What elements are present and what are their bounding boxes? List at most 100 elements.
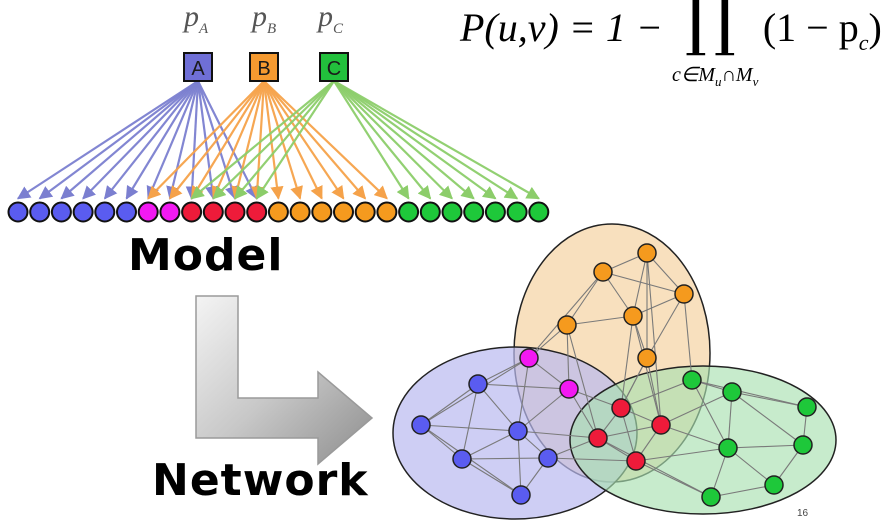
model-node-magenta [159, 201, 181, 223]
network-edge [620, 379, 693, 409]
network-node-magenta [559, 379, 579, 399]
membership-edge-c [333, 80, 410, 200]
community-boxes: A B C [183, 52, 349, 82]
network-edge [517, 430, 522, 496]
network-node-green [682, 370, 702, 390]
network-edge [517, 430, 599, 439]
model-node-orange [267, 201, 289, 223]
membership-edge-a [16, 80, 199, 200]
network-edge [597, 437, 712, 498]
network-node-red [626, 451, 646, 471]
flow-arrow [195, 295, 374, 466]
network-node-blue [468, 374, 488, 394]
model-node-blue [72, 201, 94, 223]
network-node-orange [674, 284, 694, 304]
model-node-red [202, 201, 224, 223]
membership-edge-b [263, 80, 345, 200]
network-node-blue [452, 449, 472, 469]
membership-edge-b [231, 80, 266, 200]
community-box-label-b: B [257, 58, 270, 80]
network-edge [646, 293, 685, 359]
model-node-blue [29, 201, 51, 223]
model-node-green [441, 201, 463, 223]
network-edge [566, 315, 634, 326]
network-edge [517, 388, 570, 432]
model-node-orange [289, 201, 311, 223]
network-label: Network [152, 455, 369, 506]
network-edge [461, 458, 522, 496]
network-node-green [718, 438, 738, 458]
network-edge [566, 271, 604, 326]
membership-edge-c [212, 80, 335, 200]
network-node-green [764, 475, 784, 495]
membership-edge-c [333, 80, 540, 200]
network-edge [727, 444, 804, 449]
community-box-a [183, 52, 213, 82]
model-node-blue [50, 201, 72, 223]
model-node-magenta [137, 201, 159, 223]
network-edge [691, 379, 729, 449]
formula-lhs: P(u,v) = 1 − [460, 5, 663, 50]
network-edge [632, 252, 648, 317]
network-node-red [588, 428, 608, 448]
model-node-orange [354, 201, 376, 223]
membership-edge-b [250, 80, 266, 200]
network-node-orange [593, 262, 613, 282]
network-edge [461, 457, 549, 460]
network-edge [620, 315, 634, 409]
network-edge [660, 424, 729, 449]
model-node-red [181, 201, 203, 223]
param-label-c: pC [318, 0, 344, 37]
network-edge [602, 271, 685, 295]
community-box-b [249, 52, 279, 82]
community-box-label-a: A [191, 58, 205, 80]
community-box-label-c: C [327, 58, 341, 80]
network-node-orange [557, 315, 577, 335]
membership-edge-c [333, 80, 432, 200]
network-nodes [411, 243, 817, 507]
membership-edge-b [190, 80, 265, 200]
network-node-green [797, 397, 817, 417]
membership-edge-c [190, 80, 335, 200]
model-node-blue [94, 201, 116, 223]
network-node-orange [637, 348, 657, 368]
membership-edge-b [263, 80, 323, 200]
membership-edge-c [333, 80, 453, 200]
membership-edge-c [234, 80, 335, 200]
membership-edge-c [333, 80, 497, 200]
network-edge [635, 447, 729, 462]
network-node-blue [538, 448, 558, 468]
product-symbol: ∏ [685, 0, 736, 59]
membership-edge-b [211, 80, 266, 200]
model-label: Model [128, 230, 284, 281]
network-edge [660, 391, 733, 426]
network-edge [710, 484, 775, 498]
membership-edge-c [333, 80, 475, 200]
network-edge [420, 424, 519, 432]
community-box-c [319, 52, 349, 82]
network-edge [420, 383, 479, 426]
model-edges [16, 80, 540, 200]
membership-edge-b [169, 80, 265, 200]
network-edge [528, 271, 604, 359]
model-node-orange [311, 201, 333, 223]
network-node-orange [637, 243, 657, 263]
membership-edge-b [263, 80, 388, 200]
network-edge [461, 430, 519, 460]
model-node-green [528, 201, 550, 223]
network-edge [477, 383, 570, 390]
formula-main: P(u,v) = 1 − (1 − pc) [460, 4, 882, 56]
network-node-blue [511, 485, 531, 505]
network-edge [727, 447, 775, 486]
model-node-green [506, 201, 528, 223]
network-edge [517, 357, 530, 432]
network-node-red [651, 415, 671, 435]
membership-edge-a [125, 80, 199, 200]
network-edge [566, 324, 570, 390]
model-node-green [419, 201, 441, 223]
network-node-green [722, 382, 742, 402]
network-edge [566, 324, 599, 439]
model-node-blue [7, 201, 29, 223]
network-edge [632, 315, 662, 426]
